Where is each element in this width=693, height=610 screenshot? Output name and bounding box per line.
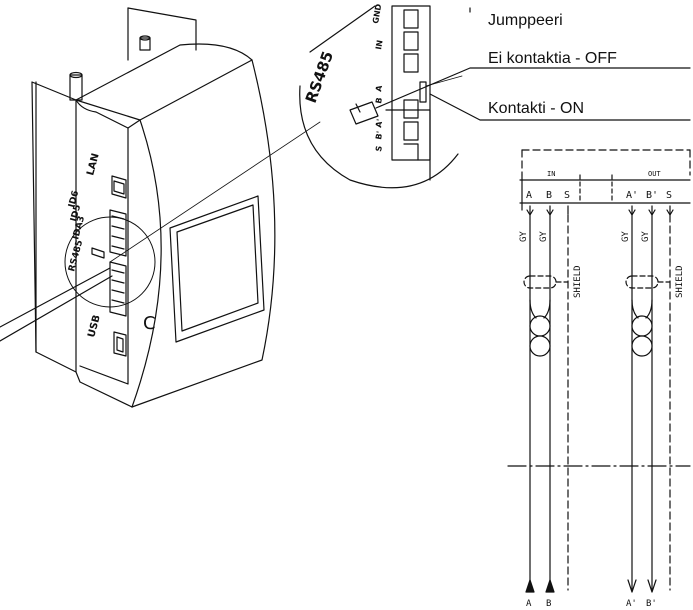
lan-label: LAN [85,152,101,177]
device-illustration [0,7,321,408]
usb-label: USB [86,314,103,339]
bottom-label-a: A [526,599,532,609]
bottom-label-b-prime: B' [646,599,657,609]
a2-zoom-label: A' [374,118,384,128]
panel-mark: C [143,313,156,334]
no-contact-callout: Ei kontaktia - OFF [488,50,617,67]
wire-color-a: GY [519,231,529,242]
wire-color-b-prime: GY [641,231,651,242]
in-zoom-label: IN [374,39,385,50]
shield-label-out: SHIELD [675,265,685,298]
b-zoom-label: B [374,97,384,105]
zoom-detail [299,5,691,189]
gnd-label: GND [371,3,383,25]
wire-color-b: GY [539,231,549,242]
terminal-s-out: S [666,190,672,201]
contact-callout: Kontakti - ON [488,100,585,117]
bottom-label-b: B [546,599,551,609]
b2-zoom-label: B' [374,130,384,140]
wire-color-a-prime: GY [621,231,631,242]
a-zoom-label: A [374,84,384,92]
terminal-a: A [526,190,532,201]
rs485-device-label: RS485 [67,239,85,273]
shield-label-in: SHIELD [573,265,583,298]
wiring-schematic [507,149,691,593]
id6-label: ID6 [67,190,81,209]
bottom-label-a-prime: A' [626,599,637,609]
id5-label: ID5 [69,204,83,223]
terminal-s-in: S [564,190,570,201]
terminal-b-prime: B' [646,190,658,201]
jumper-callout: Jumppeeri [488,12,563,29]
s-zoom-label: S [374,145,384,152]
in-label: IN [547,170,555,178]
terminal-b: B [546,190,552,201]
out-label: OUT [648,170,661,178]
terminal-a-prime: A' [626,190,638,201]
rs485-zoom-label: RS485 [302,49,337,106]
